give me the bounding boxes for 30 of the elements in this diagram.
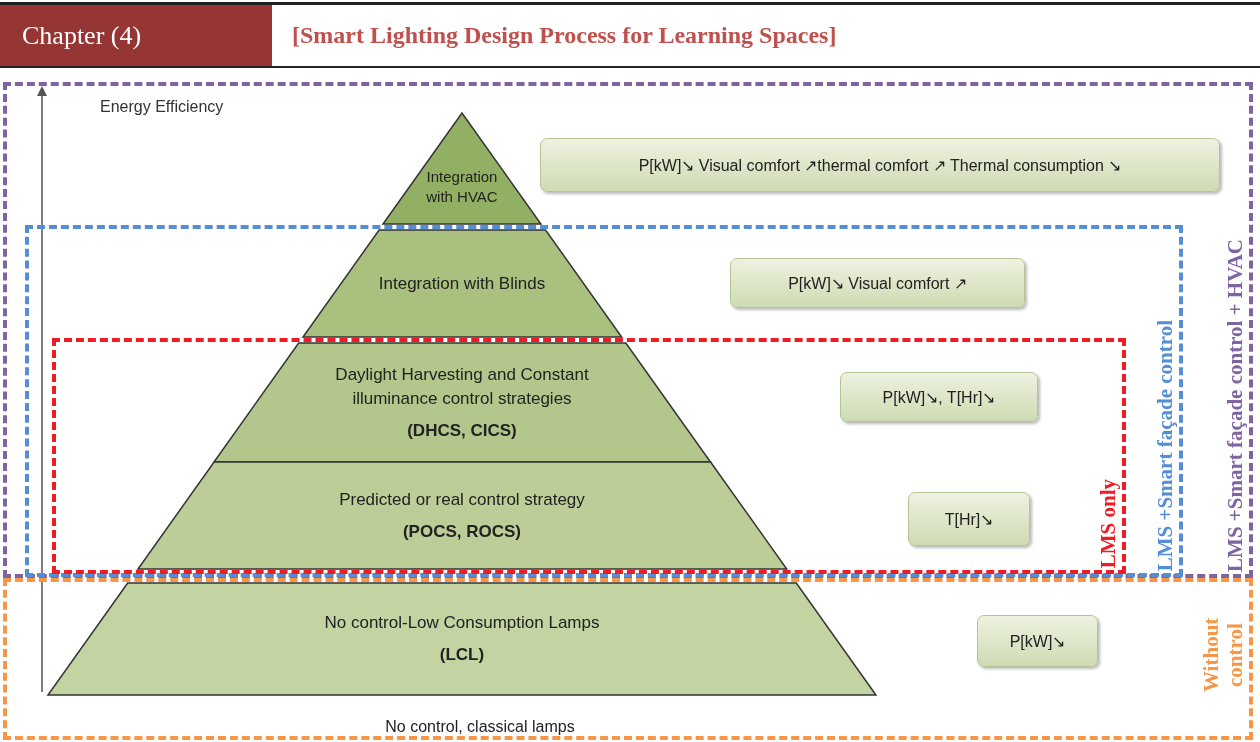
pyramid-level (48, 583, 876, 695)
level-label: Predicted or real control strategy (339, 488, 585, 511)
chapter-heading: Chapter (4) (0, 5, 272, 66)
pyramid-level (383, 113, 541, 224)
pyramid-level (137, 462, 787, 569)
level-label: Integration with HVAC (425, 167, 499, 207)
chapter-title: [Smart Lighting Design Process for Learning Spaces] (292, 22, 837, 49)
pyramid-level (302, 230, 622, 337)
level-label: Integration with Blinds (378, 272, 546, 295)
level-label: Daylight Harvesting and Constant illuminance control strategies (334, 363, 590, 410)
level-label: No control-Low Consumption Lamps (324, 612, 600, 634)
pyramid-level (213, 343, 711, 462)
region-label: LMS +Smart façade control (1153, 319, 1177, 571)
result-box: P[kW]↘ (977, 615, 1098, 667)
result-box: T[Hr]↘ (908, 492, 1030, 546)
result-box: P[kW]↘ Visual comfort ↗ (730, 258, 1025, 308)
dashed-region (52, 338, 1126, 574)
level-abbreviation: (LCL) (439, 644, 485, 666)
region-label: Without control (1199, 616, 1247, 695)
axis-label: Energy Efficiency (100, 98, 225, 117)
result-box: P[kW]↘ Visual comfort ↗thermal comfort ↗ Thermal consumption ↘ (540, 138, 1220, 192)
result-box: P[kW]↘, T[Hr]↘ (840, 372, 1038, 422)
level-abbreviation: (DHCS, CICS) (407, 419, 517, 442)
dashed-region (3, 82, 1253, 578)
axis-caption: No control, classical lamps (384, 718, 576, 737)
region-label: LMS +Smart façade control + HVAC (1223, 239, 1247, 572)
dashed-region (3, 578, 1253, 740)
region-label: LMS only (1096, 478, 1120, 568)
dashed-region (25, 225, 1183, 577)
level-abbreviation: (POCS, ROCS) (402, 520, 521, 543)
